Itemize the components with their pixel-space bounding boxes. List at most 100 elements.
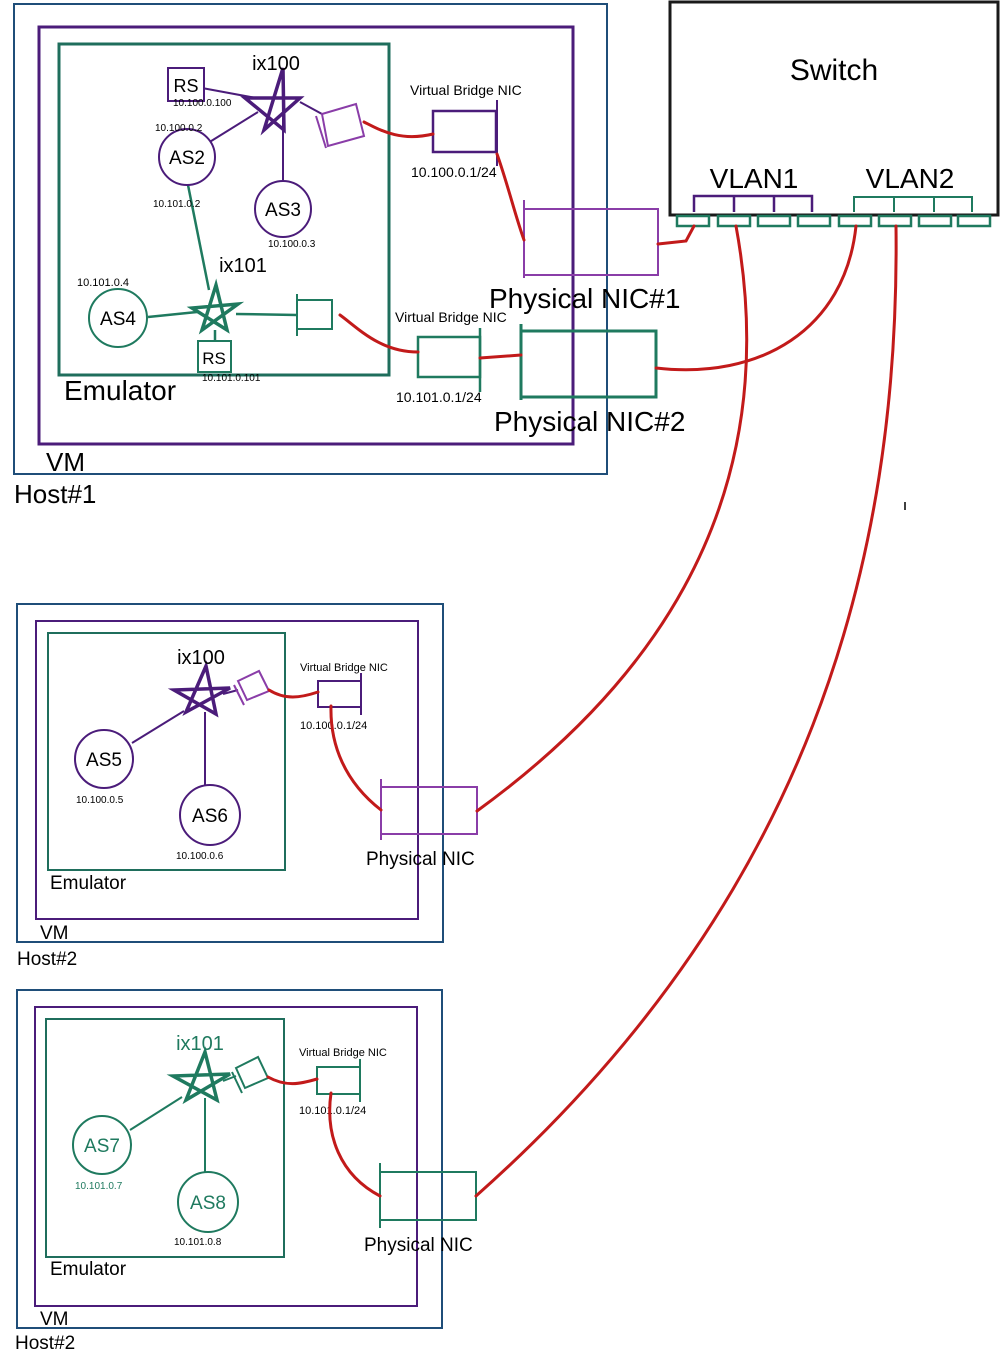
host2a-vm-label: VM xyxy=(40,923,69,944)
rs-bottom-label: RS xyxy=(202,349,226,368)
switch-port[interactable] xyxy=(956,214,992,228)
host2a-emulator-label: Emulator xyxy=(50,873,127,894)
host2a-vbridge-nic[interactable] xyxy=(317,673,362,715)
switch-port[interactable] xyxy=(716,214,752,228)
host2b-vm-label: VM xyxy=(40,1309,69,1330)
rs-bottom-ip: 10.101.0.101 xyxy=(202,373,261,384)
host2a-emulator-box xyxy=(47,632,286,871)
switch-port[interactable] xyxy=(756,214,792,228)
vbridge-nic-1-ip: 10.100.0.1/24 xyxy=(411,164,497,180)
host2b-vm-box xyxy=(34,1006,418,1307)
vlan1-label: VLAN1 xyxy=(710,163,799,194)
host2b-vbridge-ip: 10.101.0.1/24 xyxy=(299,1105,366,1117)
cable-h1-port2-vbridge2 xyxy=(338,313,420,354)
switch-box xyxy=(668,0,1000,217)
as7-label: AS7 xyxy=(84,1136,120,1157)
switch-port[interactable] xyxy=(796,214,832,228)
link-as7-ix101 xyxy=(129,1096,183,1131)
host1-emulator-box xyxy=(57,42,391,377)
cable-h2a-vbridge-physnic xyxy=(329,704,383,812)
as3-ip: 10.100.0.3 xyxy=(268,239,316,250)
switch: Switch VLAN1 VLAN2 xyxy=(668,0,1000,228)
ix101-label: ix101 xyxy=(219,255,267,277)
host2b-label: Host#2 xyxy=(15,1333,75,1354)
as2-node[interactable] xyxy=(158,128,216,186)
link-ix100-port-2 xyxy=(222,689,239,695)
switch-port[interactable] xyxy=(917,214,953,228)
physical-nic-2-label: Physical NIC#2 xyxy=(494,406,685,437)
as7-node[interactable] xyxy=(72,1115,132,1175)
rs-top-label: RS xyxy=(173,76,198,96)
as2-ip-top: 10.100.0.2 xyxy=(155,123,203,134)
host2b-physical-nic[interactable] xyxy=(379,1163,477,1228)
rs-node-bottom[interactable] xyxy=(197,340,232,373)
host2a-vbridge-label: Virtual Bridge NIC xyxy=(300,662,388,674)
host2a-vm-box xyxy=(35,620,419,920)
physical-nic-1[interactable] xyxy=(523,200,659,278)
link-as2-ix101 xyxy=(186,184,211,291)
host2a-label: Host#2 xyxy=(17,949,77,970)
host2a-ix-label: ix100 xyxy=(177,647,225,669)
as5-node[interactable] xyxy=(74,729,134,789)
as4-ip: 10.101.0.4 xyxy=(77,277,129,289)
host2a-vbridge-ip: 10.100.0.1/24 xyxy=(300,720,367,732)
vbridge-nic-1-label: Virtual Bridge NIC xyxy=(410,82,522,98)
switch-port[interactable] xyxy=(675,214,711,228)
cable-vlan2-host2b xyxy=(474,224,898,1198)
host2a-physical-nic-label: Physical NIC xyxy=(366,849,475,870)
cable-vbridge2-physnic2 xyxy=(478,353,523,360)
ix100-emulator-port[interactable] xyxy=(315,102,366,149)
ix101-star-icon-host2b[interactable] xyxy=(166,1046,231,1105)
as3-node[interactable] xyxy=(254,180,312,238)
as8-node[interactable] xyxy=(177,1171,239,1233)
cable-vlan1-host2a xyxy=(475,224,749,813)
as4-node[interactable] xyxy=(88,288,148,348)
host1-label: Host#1 xyxy=(14,479,96,509)
cable-physnic2-switch xyxy=(654,224,858,372)
cable-h2b-vbridge-physnic xyxy=(328,1091,382,1198)
vlan2-group-bracket xyxy=(853,196,973,212)
host2b-emulator-port[interactable] xyxy=(231,1055,270,1094)
vbridge-nic-2[interactable] xyxy=(416,328,482,392)
cable-physnic1-switch xyxy=(656,224,696,246)
switch-port[interactable] xyxy=(837,214,873,228)
host1: Host#1 VM Emulator RS 10.100.0.100 ix100… xyxy=(13,3,685,509)
rs-node-top[interactable] xyxy=(167,67,205,102)
host2b-box xyxy=(16,989,443,1329)
as7-ip: 10.101.0.7 xyxy=(75,1181,123,1192)
as6-node[interactable] xyxy=(179,784,241,846)
rs-top-ip: 10.100.0.100 xyxy=(173,98,232,109)
physical-nic-2[interactable] xyxy=(519,324,658,400)
host2b-emulator-label: Emulator xyxy=(50,1259,127,1280)
ix100-star-icon-host2a[interactable] xyxy=(167,660,231,718)
cable-h2b-port-vbridge xyxy=(266,1075,319,1086)
switch-port[interactable] xyxy=(877,214,913,228)
host2b-ix-label: ix101 xyxy=(176,1033,224,1055)
vlan2-label: VLAN2 xyxy=(866,163,955,194)
host2a-emulator-port[interactable] xyxy=(233,669,271,706)
host2a-box xyxy=(16,603,444,943)
host2a: Host#2 VM Emulator ix100 AS5 10.100.0.5 … xyxy=(16,603,478,970)
ix101-star-icon[interactable] xyxy=(186,278,245,335)
ix101-emulator-port[interactable] xyxy=(296,294,333,336)
host2a-physical-nic[interactable] xyxy=(380,779,478,840)
host2b-vbridge-nic[interactable] xyxy=(316,1059,361,1102)
host2b: Host#2 VM Emulator ix101 AS7 10.101.0.7 … xyxy=(15,989,477,1354)
vlan1-group-bracket xyxy=(692,194,814,212)
vbridge-nic-1[interactable] xyxy=(431,100,498,166)
link-ix100-port xyxy=(299,101,323,115)
cable-vbridge1-physnic1 xyxy=(495,152,526,242)
physical-nic-1-label: Physical NIC#1 xyxy=(489,283,680,314)
cable-h2a-port-vbridge xyxy=(267,688,320,699)
link-ix101-port xyxy=(235,312,298,317)
cable-h1-port-vbridge1 xyxy=(362,120,435,139)
host1-emulator-label: Emulator xyxy=(64,375,176,406)
host2b-physical-nic-label: Physical NIC xyxy=(364,1235,473,1256)
as8-ip: 10.101.0.8 xyxy=(174,1237,222,1248)
as2-ip-bottom: 10.101.0.2 xyxy=(153,199,201,210)
host1-vm-label: VM xyxy=(46,447,85,477)
ix100-star-icon[interactable] xyxy=(240,67,305,136)
as6-label: AS6 xyxy=(192,806,228,827)
cables xyxy=(266,120,898,1198)
